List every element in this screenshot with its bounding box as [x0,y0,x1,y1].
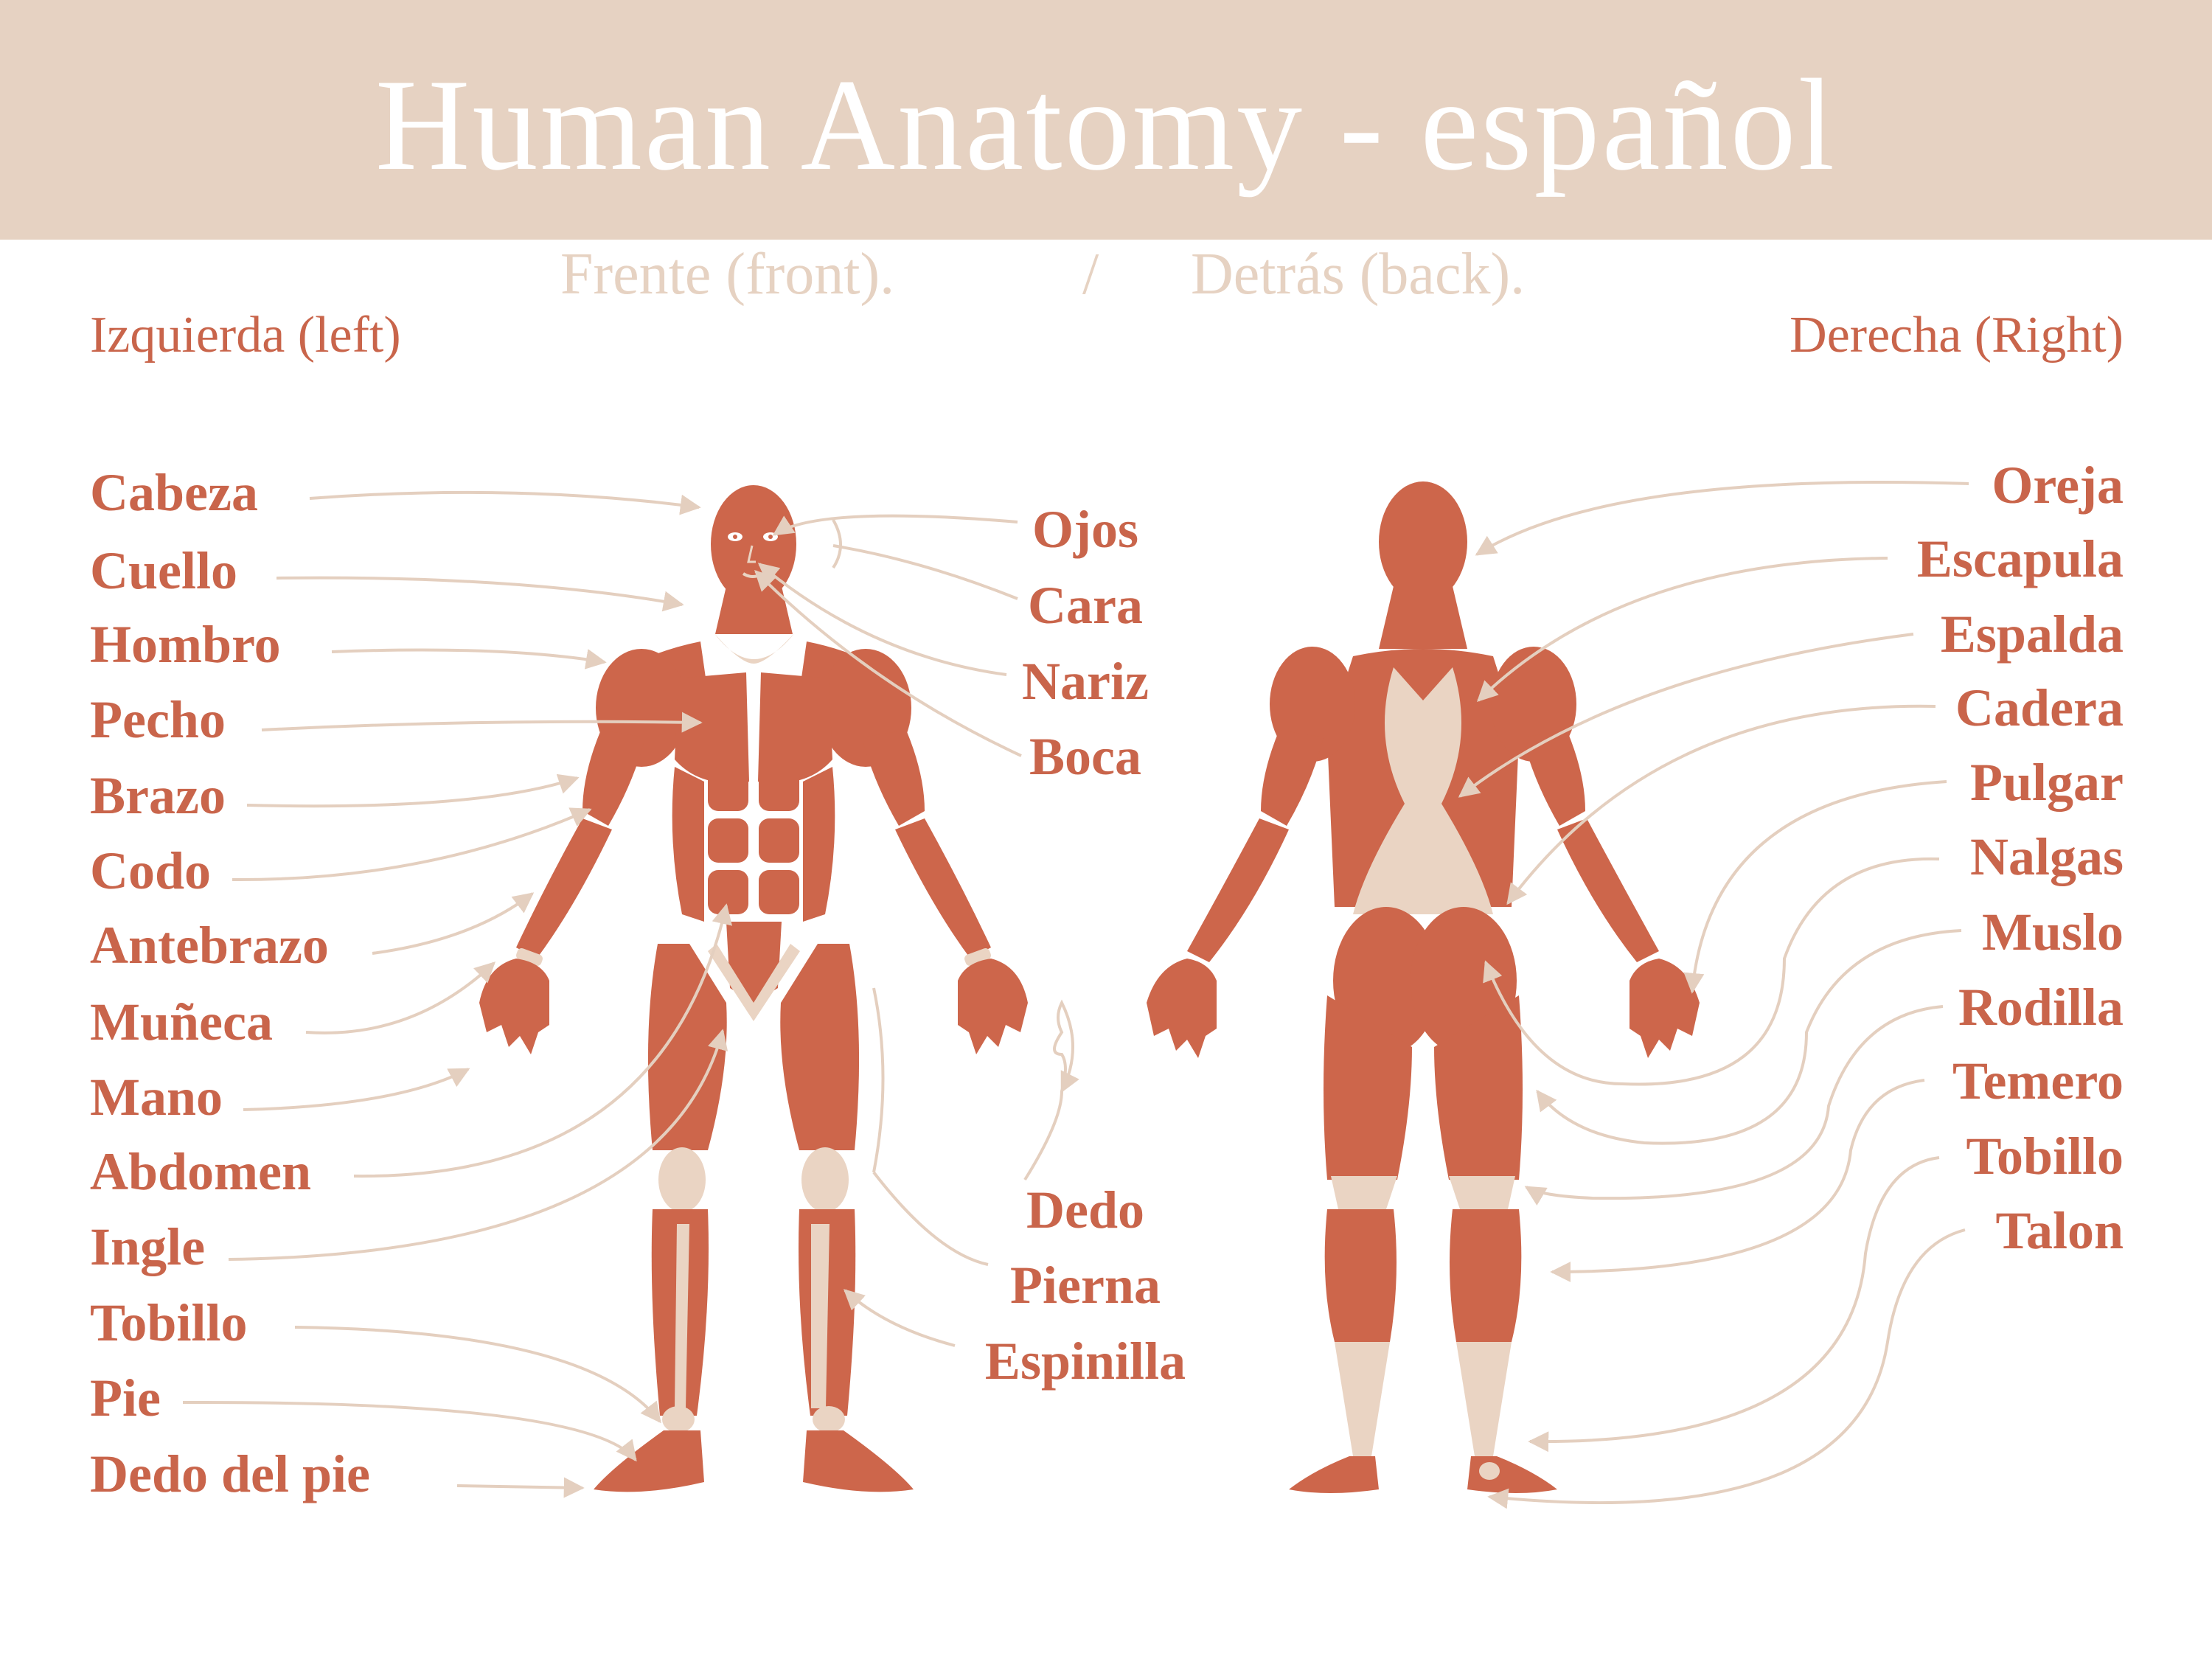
front-arm-right [862,730,925,826]
label-pierna: Pierna [1010,1256,1161,1315]
label-rodilla: Rodilla [1958,978,2124,1037]
label-brazo: Brazo [90,766,226,825]
label-dedo-del-pie: Dedo del pie [90,1444,371,1503]
front-neck [715,586,793,634]
label-codo: Codo [90,841,212,900]
label-cadera: Cadera [1955,678,2124,737]
label-mano: Mano [90,1068,223,1127]
front-foot-right [803,1430,914,1492]
subtitle-front: Frente (front). [560,242,895,307]
back-neck [1379,586,1467,649]
front-hand-left [479,959,549,1054]
back-foot-left [1289,1456,1379,1493]
title-banner [0,0,2212,240]
front-thigh-left [647,944,727,1150]
side-label-left: Izquierda (left) [90,307,401,364]
subtitle-back: Detrás (back). [1191,242,1526,307]
label-muslo: Muslo [1981,902,2124,961]
back-calf-right [1450,1209,1522,1342]
back-hand-left [1147,959,1217,1058]
front-head [711,485,796,603]
front-thigh-right [780,944,860,1150]
label-cuello: Cuello [90,541,238,600]
label-pecho: Pecho [90,690,226,749]
label-ingle: Ingle [90,1217,206,1276]
label-boca: Boca [1029,727,1141,786]
front-foot-left [594,1430,704,1492]
label-tobillo-back: Tobillo [1966,1127,2124,1186]
label-hombro: Hombro [90,615,281,674]
label-nalgas: Nalgas [1969,827,2124,886]
front-chest-right [758,672,832,783]
subtitle-separator: / [1082,242,1099,307]
label-espinilla: Espinilla [984,1332,1186,1391]
label-muneca: Muñeca [90,992,273,1051]
back-thigh-left [1324,995,1412,1180]
back-figure [1147,481,1700,1493]
label-temero: Temero [1952,1051,2124,1110]
front-chest-left [675,672,749,783]
label-pie: Pie [90,1368,161,1427]
label-ojos: Ojos [1032,500,1138,559]
label-nariz: Nariz [1022,652,1149,711]
front-figure [479,485,1028,1492]
label-tobillo-front: Tobillo [90,1293,248,1352]
label-dedo: Dedo [1026,1180,1144,1239]
back-thigh-right [1434,995,1523,1180]
front-forearm-right [895,818,991,959]
front-arm-left [582,730,645,826]
label-cabeza: Cabeza [90,463,258,522]
label-talon: Talon [1995,1201,2124,1260]
label-abdomen: Abdomen [90,1142,312,1201]
side-label-right: Derecha (Right) [1790,307,2124,364]
label-pulgar: Pulgar [1970,753,2124,812]
back-head [1379,481,1467,602]
label-antebrazo: Antebrazo [90,916,329,975]
label-cara: Cara [1028,576,1143,635]
page-title: Human Anatomy - español [375,52,1837,198]
label-escapula: Escapula [1916,529,2124,588]
pointer-arrows [182,481,1969,1509]
back-hand-right [1630,959,1700,1058]
label-espalda: Espalda [1940,605,2124,664]
label-oreja: Oreja [1992,456,2124,515]
back-calf-left [1324,1209,1397,1342]
front-forearm-left [516,818,612,959]
front-hand-right [958,959,1028,1054]
